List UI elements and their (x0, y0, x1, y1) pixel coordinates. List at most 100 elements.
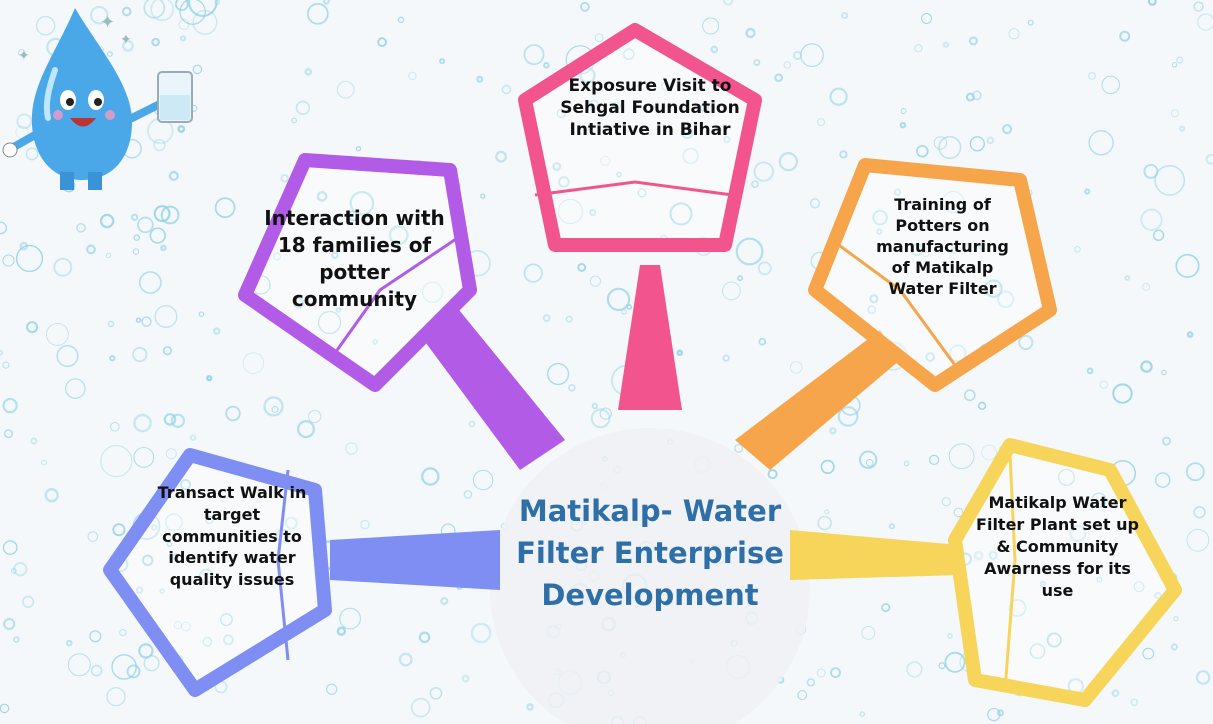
bubble (171, 552, 179, 561)
svg-text:✦: ✦ (100, 12, 115, 33)
bubble (1173, 616, 1179, 622)
node-training-text: Training of Potters on manufacturing of … (876, 195, 1009, 299)
bubble (910, 242, 924, 257)
bubble (188, 0, 218, 17)
bubble (173, 621, 182, 630)
bubble (159, 588, 165, 594)
bubble (160, 244, 167, 252)
bubble (2, 361, 10, 369)
node-transact-line (276, 469, 290, 661)
bubble (859, 450, 878, 469)
bubble (56, 344, 79, 368)
bubble (271, 405, 279, 414)
bubble (565, 315, 573, 323)
bubble (774, 73, 783, 83)
bubble (476, 75, 484, 83)
bubble (480, 193, 486, 199)
bubble (941, 497, 951, 507)
bubble (325, 683, 338, 695)
bubble (149, 227, 166, 244)
bubble (1119, 30, 1131, 42)
center-title: Matikalp- Water Filter Enterprise Develo… (516, 494, 784, 613)
bubble (1091, 492, 1107, 508)
bubble (1171, 109, 1179, 118)
bubble (660, 81, 671, 91)
bubble (942, 41, 950, 48)
bubble (410, 697, 431, 718)
bubble (306, 2, 329, 25)
bubble (963, 389, 976, 402)
connector-exposure (618, 265, 682, 410)
bubble (1196, 670, 1211, 685)
node-exposure-line (534, 180, 741, 198)
bubble (137, 216, 154, 234)
bubble (11, 568, 17, 574)
bubble (470, 622, 492, 644)
bubble (418, 631, 431, 644)
bubble (164, 513, 183, 532)
bubble (881, 603, 891, 613)
node-transact-frame (103, 448, 332, 697)
bubble (90, 664, 103, 677)
bubble (179, 0, 206, 25)
bubble (1018, 334, 1034, 351)
bubble (1142, 647, 1155, 660)
bubble (817, 515, 832, 531)
bubble (109, 355, 116, 362)
node-interaction-line (328, 233, 463, 361)
bubble (106, 51, 113, 58)
connector-transact (330, 530, 500, 590)
bubble (903, 460, 910, 467)
bubble (1069, 524, 1087, 543)
bubble (869, 294, 879, 304)
bubble (463, 490, 473, 499)
bubble (523, 263, 543, 283)
bubble (198, 568, 214, 584)
bubble (988, 551, 998, 560)
bubble (291, 117, 298, 124)
bubble (1008, 28, 1020, 40)
bubble (178, 18, 190, 30)
bubble (100, 445, 133, 478)
bubble (1086, 367, 1094, 375)
bubble (1087, 71, 1096, 80)
bubble (136, 586, 144, 594)
bubble (1170, 643, 1178, 651)
bubble (950, 247, 957, 254)
bubble (830, 667, 841, 678)
bubble (64, 378, 86, 399)
bubble (472, 469, 494, 491)
bubble (767, 469, 778, 480)
bubble (133, 446, 155, 468)
bubble (397, 16, 405, 24)
bubble (962, 242, 971, 252)
bubble (947, 633, 953, 639)
bubble (17, 48, 26, 57)
bubble (16, 113, 33, 130)
bubble (132, 248, 140, 255)
bubble (143, 0, 166, 19)
bubble (1046, 632, 1062, 648)
bubble (495, 150, 508, 163)
bubble (552, 162, 562, 171)
bubble (246, 510, 253, 516)
bubble (1101, 75, 1120, 95)
bubble (783, 61, 791, 69)
bubble (916, 144, 929, 158)
bubble (757, 261, 772, 276)
bubble (3, 429, 13, 439)
bubble (682, 147, 699, 165)
bubble (335, 307, 342, 313)
bubble (1161, 369, 1167, 376)
bubble (859, 711, 865, 717)
bubble (816, 117, 826, 127)
bubble (280, 174, 289, 183)
bubble (751, 180, 759, 189)
bubble (41, 459, 47, 466)
bubble (1154, 165, 1186, 196)
bubble (1140, 360, 1153, 373)
bubble (557, 198, 583, 225)
node-exposure-text: Exposure Visit to Sehgal Foundation Inti… (560, 76, 740, 140)
bubble (637, 188, 647, 198)
